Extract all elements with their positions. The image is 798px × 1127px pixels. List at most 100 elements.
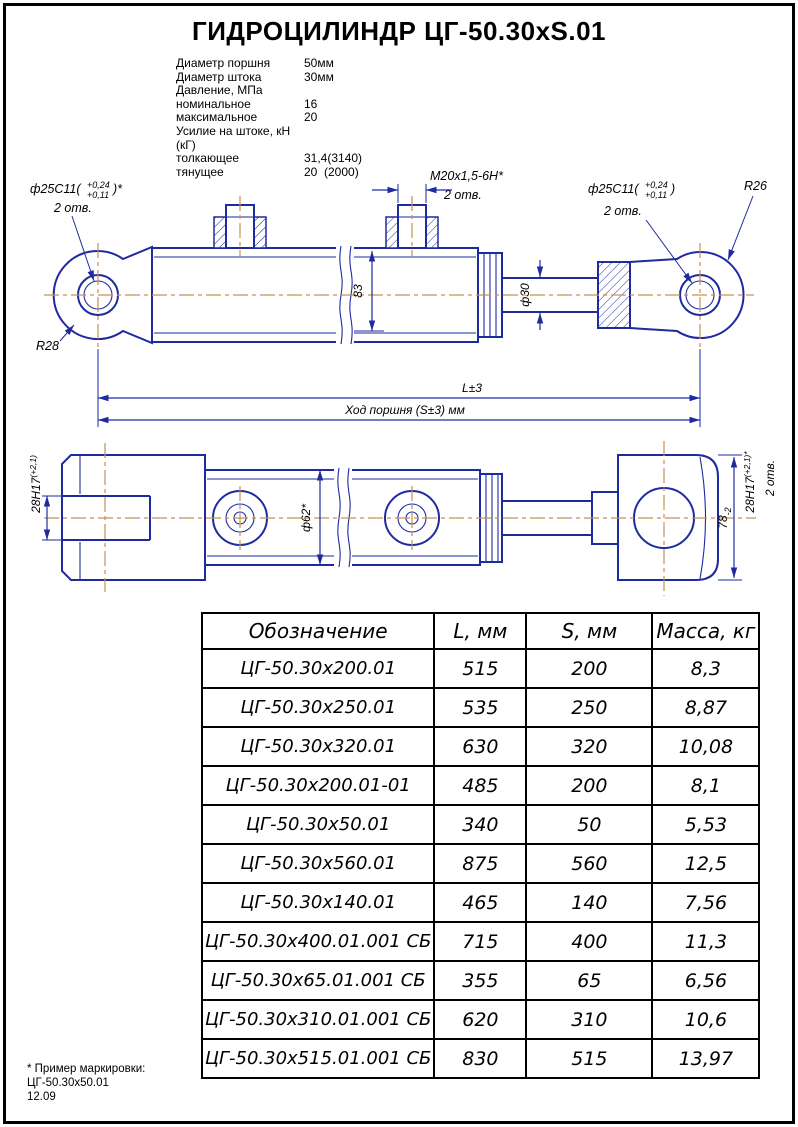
mass-cell: 12,5 — [651, 843, 761, 884]
size-table: Обозначение L, мм S, мм Масса, кг ЦГ-50.… — [200, 612, 761, 1079]
designation-cell: ЦГ-50.30х200.01 — [200, 648, 436, 689]
length-cell: 715 — [433, 921, 528, 962]
hole-right-note: 2 отв. — [603, 204, 642, 218]
spec-row: Усилие на штоке, кН (кГ) — [176, 124, 362, 152]
thread-label: M20x1,5-6H* — [430, 169, 504, 183]
spec-label: номинальное — [176, 96, 251, 111]
hole-left-note: 2 отв. — [53, 201, 92, 215]
length-cell: 535 — [433, 687, 528, 728]
hole-left-label: ф25C11( — [30, 182, 82, 196]
page-title: ГИДРОЦИЛИНДР ЦГ-50.30xS.01 — [191, 16, 607, 46]
radius-left-label: R28 — [36, 339, 59, 353]
stroke-cell: 65 — [525, 960, 654, 1001]
stroke-cell: 310 — [525, 999, 654, 1040]
designation-cell: ЦГ-50.30х515.01.001 СБ — [200, 1038, 436, 1079]
length-cell: 875 — [433, 843, 528, 884]
hole-right-upper-tol: +0,24 — [645, 180, 668, 190]
top-view — [61, 454, 719, 581]
spec-row: Давление, МПа — [176, 84, 362, 98]
slot-right-label: 28H17(+2,1)* — [742, 451, 757, 514]
stroke-cell: 400 — [525, 921, 654, 962]
designation-cell: ЦГ-50.30х200.01-01 — [200, 765, 436, 806]
spec-label: тянущее — [176, 164, 224, 179]
spec-value: 31,4(3140) — [304, 151, 363, 166]
spec-label: Давление, МПа — [176, 83, 263, 98]
stroke-cell: 200 — [525, 648, 654, 689]
dim-barrel-label: ф62* — [299, 504, 313, 532]
col-header-stroke: S, мм — [525, 612, 654, 650]
mass-cell: 10,6 — [651, 999, 761, 1040]
mass-cell: 8,3 — [651, 648, 761, 689]
designation-cell: ЦГ-50.30х560.01 — [200, 843, 436, 884]
stroke-cell: 140 — [525, 882, 654, 923]
dim-83-label: 83 — [351, 284, 365, 298]
designation-cell: ЦГ-50.30х65.01.001 СБ — [200, 960, 436, 1001]
length-cell: 355 — [433, 960, 528, 1001]
spec-label: Диаметр штока — [176, 69, 262, 84]
col-header-mass: Масса, кг — [651, 612, 761, 650]
technical-drawing: ф25C11( +0,24 +0,11 )* 2 отв. M20x1,5-6H… — [28, 169, 777, 596]
mass-cell: 13,97 — [651, 1038, 761, 1079]
stroke-cell: 560 — [525, 843, 654, 884]
col-header-designation: Обозначение — [200, 612, 436, 650]
marking-note: * Пример маркировки: ЦГ-50.30х50.01 12.0… — [27, 1062, 145, 1104]
length-cell: 465 — [433, 882, 528, 923]
length-cell: 485 — [433, 765, 528, 806]
spec-label: максимальное — [176, 110, 258, 125]
designation-cell: ЦГ-50.30х310.01.001 СБ — [200, 999, 436, 1040]
marking-note-line: 12.09 — [27, 1091, 56, 1103]
designation-cell: ЦГ-50.30х400.01.001 СБ — [200, 921, 436, 962]
hole-right-lower-tol: +0,11 — [645, 190, 667, 200]
thread-note: 2 отв. — [443, 188, 482, 202]
length-cell: 340 — [433, 804, 528, 845]
stroke-cell: 320 — [525, 726, 654, 767]
dimension-annotations: ф25C11( +0,24 +0,11 )* 2 отв. M20x1,5-6H… — [28, 169, 777, 581]
mass-cell: 5,53 — [651, 804, 761, 845]
mass-cell: 8,1 — [651, 765, 761, 806]
length-cell: 630 — [433, 726, 528, 767]
designation-cell: ЦГ-50.30х250.01 — [200, 687, 436, 728]
spec-value: 30мм — [304, 69, 334, 84]
designation-cell: ЦГ-50.30х140.01 — [200, 882, 436, 923]
table-header-row: Обозначение L, мм S, мм Масса, кг — [200, 612, 761, 650]
dim-length-label: L±3 — [462, 381, 482, 395]
mass-cell: 8,87 — [651, 687, 761, 728]
hole-left-lower-tol: +0,11 — [87, 190, 109, 200]
length-cell: 830 — [433, 1038, 528, 1079]
mass-cell: 6,56 — [651, 960, 761, 1001]
centerlines — [44, 196, 756, 596]
spec-row: тянущее 20 (2000) — [176, 164, 362, 180]
marking-note-line: * Пример маркировки: — [27, 1063, 146, 1075]
spec-value: 20 (2000) — [304, 164, 359, 179]
stroke-cell: 200 — [525, 765, 654, 806]
dim-rod-label: ф30 — [518, 283, 532, 307]
radius-right-label: R26 — [744, 179, 767, 193]
stroke-cell: 50 — [525, 804, 654, 845]
spec-row: максимальное 20 — [176, 111, 362, 125]
hole-left-suffix: )* — [111, 182, 123, 196]
col-header-length: L, мм — [433, 612, 528, 650]
length-cell: 620 — [433, 999, 528, 1040]
mass-cell: 10,08 — [651, 726, 761, 767]
hole-left-upper-tol: +0,24 — [87, 180, 110, 190]
spec-value: 20 — [304, 110, 318, 125]
dim-stroke-label: Ход поршня (S±3) мм — [344, 403, 465, 417]
fork-width-label: 78-2 — [716, 507, 733, 528]
slot-left-label: 28H17(+2,1) — [28, 455, 43, 514]
spec-value: 50мм — [304, 56, 334, 70]
hole-right-suffix: ) — [669, 182, 675, 196]
slot-right-note: 2 отв. — [763, 460, 777, 497]
designation-cell: ЦГ-50.30х50.01 — [200, 804, 436, 845]
